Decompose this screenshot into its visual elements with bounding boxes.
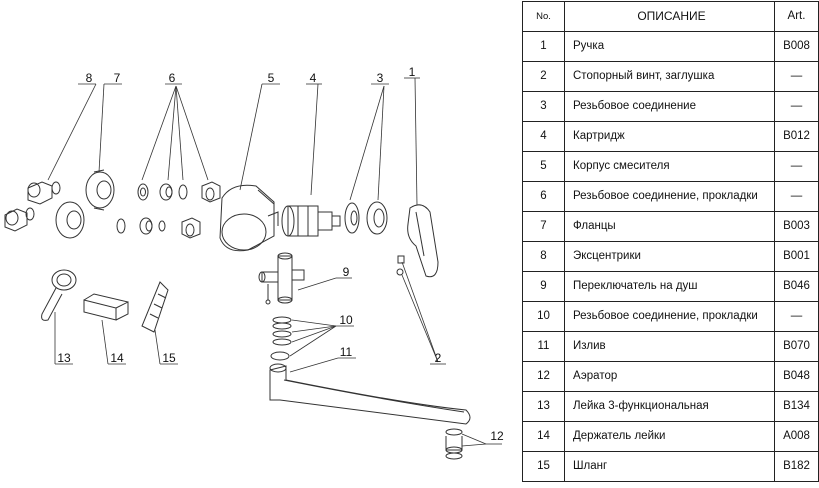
- callout-9: 9: [343, 265, 350, 279]
- part-flanges: [55, 169, 115, 239]
- row-no: 9: [522, 271, 565, 302]
- row-art: B070: [774, 331, 819, 362]
- callout-3: 3: [377, 71, 384, 85]
- row-art: A008: [774, 421, 819, 452]
- row-description: Стопорный винт, заглушка: [564, 61, 775, 92]
- row-no: 15: [522, 451, 565, 482]
- column-header-no: No.: [522, 1, 565, 32]
- part-shower-head: [41, 269, 77, 321]
- row-art: —: [774, 91, 819, 122]
- row-no: 7: [522, 211, 565, 242]
- row-description: Картридж: [564, 121, 775, 152]
- callout-5: 5: [268, 71, 275, 85]
- row-art: B012: [774, 121, 819, 152]
- row-art: B048: [774, 361, 819, 392]
- part-handle: [407, 204, 439, 278]
- row-art: B001: [774, 241, 819, 272]
- leader-lines: [47, 77, 502, 447]
- part-spout: [269, 363, 471, 425]
- row-no: 2: [522, 61, 565, 92]
- row-description: Корпус смесителя: [564, 151, 775, 182]
- callout-12: 12: [490, 429, 504, 443]
- row-no: 10: [522, 301, 565, 332]
- row-art: —: [774, 151, 819, 182]
- part-hose: [141, 281, 169, 333]
- callout-labels: 1 2 3 4 5 6 7 8 9 10 11 12 13 14 15: [57, 65, 504, 443]
- callout-1: 1: [409, 65, 416, 79]
- row-art: —: [774, 301, 819, 332]
- table-header-row: No. ОПИСАНИЕ Art.: [522, 1, 819, 32]
- callout-14: 14: [110, 351, 124, 365]
- row-description: Резьбовое соединение: [564, 91, 775, 122]
- part-threaded-connection-gaskets: [270, 316, 292, 361]
- row-no: 12: [522, 361, 565, 392]
- callout-4: 4: [310, 71, 317, 85]
- row-art: —: [774, 181, 819, 212]
- part-shower-holder: [83, 293, 129, 321]
- callout-10: 10: [339, 313, 353, 327]
- part-eccentrics: [4, 181, 61, 232]
- row-art: B046: [774, 271, 819, 302]
- callout-6: 6: [169, 71, 176, 85]
- part-aerator: [445, 428, 463, 460]
- row-no: 8: [522, 241, 565, 272]
- row-no: 11: [522, 331, 565, 362]
- row-no: 1: [522, 31, 565, 62]
- row-description: Шланг: [564, 451, 775, 482]
- part-shower-diverter: [258, 252, 305, 305]
- row-description: Фланцы: [564, 211, 775, 242]
- row-no: 3: [522, 91, 565, 122]
- exploded-parts-diagram: 1 2 3 4 5 6 7 8 9 10 11 12 13 14 15: [4, 65, 504, 460]
- part-threaded-connections-gaskets: [116, 181, 221, 239]
- row-description: Держатель лейки: [564, 421, 775, 452]
- row-art: B134: [774, 391, 819, 422]
- row-no: 4: [522, 121, 565, 152]
- callout-13: 13: [57, 351, 71, 365]
- row-no: 14: [522, 421, 565, 452]
- row-no: 13: [522, 391, 565, 422]
- row-description: Резьбовое соединение, прокладки: [564, 301, 775, 332]
- row-no: 5: [522, 151, 565, 182]
- part-mixer-body: [219, 184, 279, 252]
- row-art: B003: [774, 211, 819, 242]
- row-art: B008: [774, 31, 819, 62]
- row-description: Излив: [564, 331, 775, 362]
- callout-8: 8: [86, 71, 93, 85]
- callout-11: 11: [340, 345, 353, 359]
- row-art: B182: [774, 451, 819, 482]
- row-description: Аэратор: [564, 361, 775, 392]
- callout-2: 2: [435, 351, 442, 365]
- part-set-screw-plug: [396, 255, 405, 276]
- part-cartridge: [281, 205, 341, 237]
- column-header-description: ОПИСАНИЕ: [564, 1, 775, 32]
- column-header-art: Art.: [774, 1, 819, 32]
- callout-15: 15: [162, 351, 176, 365]
- row-no: 6: [522, 181, 565, 212]
- row-description: Переключатель на душ: [564, 271, 775, 302]
- row-description: Эксцентрики: [564, 241, 775, 272]
- row-description: Резьбовое соединение, прокладки: [564, 181, 775, 212]
- row-art: —: [774, 61, 819, 92]
- callout-7: 7: [114, 71, 121, 85]
- row-description: Лейка 3-функциональная: [564, 391, 775, 422]
- row-description: Ручка: [564, 31, 775, 62]
- part-threaded-connection: [344, 201, 388, 235]
